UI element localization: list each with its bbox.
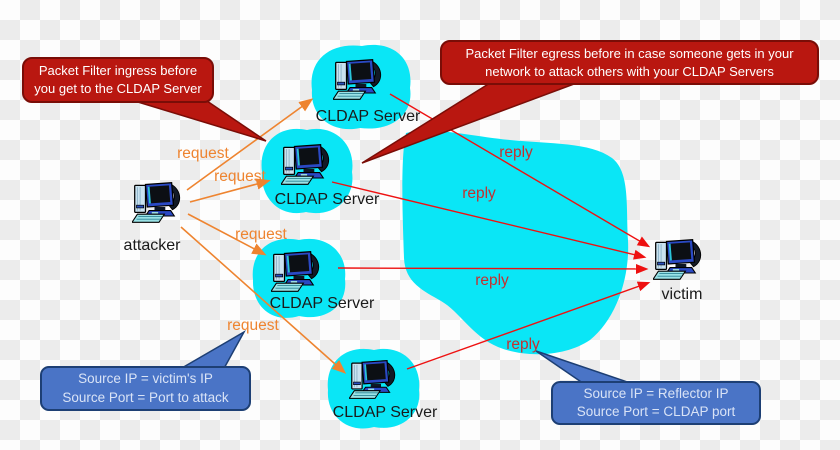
reply-label-1: reply bbox=[499, 144, 533, 161]
reply-label-3: reply bbox=[475, 272, 509, 289]
cldap-server-computer-icon-4 bbox=[349, 359, 396, 399]
reflected-reply-line1: Source IP = Reflector IP bbox=[583, 385, 729, 401]
attacker-computer-icon bbox=[132, 182, 181, 223]
request-label-3: request bbox=[235, 226, 287, 243]
ingress-packet-filter-callout: Packet Filter ingress before you get to … bbox=[22, 57, 214, 103]
ingress-callout-text: Packet Filter ingress before you get to … bbox=[34, 63, 202, 96]
reflected-reply-callout: Source IP = Reflector IP Source Port = C… bbox=[551, 381, 761, 425]
victim-label: victim bbox=[661, 286, 703, 303]
reflected-reply-line2: Source Port = CLDAP port bbox=[576, 404, 736, 419]
egress-callout-text: Packet Filter egress before in case some… bbox=[465, 45, 794, 79]
cldap-server-computer-icon-2 bbox=[281, 144, 330, 185]
request-label-4: request bbox=[227, 317, 279, 334]
cldap-server-label-2: CLDAP Server bbox=[274, 191, 380, 208]
cldap-server-computer-icon-1 bbox=[333, 59, 382, 100]
cldap-server-label-4: CLDAP Server bbox=[332, 404, 438, 421]
request-arrow-3 bbox=[187, 213, 267, 256]
cldap-server-label-1: CLDAP Server bbox=[315, 108, 421, 125]
spoofed-request-callout: Source IP = victim's IP Source Port = Po… bbox=[40, 366, 251, 411]
network-cloud-shape bbox=[402, 130, 629, 355]
cldap-server-computer-icon-3 bbox=[271, 251, 320, 292]
reply-arrow-2 bbox=[331, 181, 647, 260]
request-arrow-1 bbox=[186, 98, 314, 191]
reply-arrow-4 bbox=[406, 281, 651, 370]
attacker-label: attacker bbox=[123, 237, 181, 254]
reply-label-2: reply bbox=[462, 185, 496, 202]
request-label-1: request bbox=[177, 145, 229, 162]
reply-arrow-3 bbox=[337, 263, 649, 275]
reply-label-4: reply bbox=[506, 336, 540, 353]
spoofed-request-line1: Source IP = victim's IP bbox=[78, 371, 213, 387]
egress-packet-filter-callout: Packet Filter egress before in case some… bbox=[440, 40, 819, 85]
request-label-2: request bbox=[214, 168, 266, 185]
request-arrow-2 bbox=[189, 178, 271, 203]
cldap-server-label-3: CLDAP Server bbox=[269, 295, 375, 312]
request-arrow-4 bbox=[180, 226, 347, 374]
spoofed-request-line2: Source Port = Port to attack bbox=[62, 389, 229, 405]
victim-computer-icon bbox=[653, 239, 702, 280]
